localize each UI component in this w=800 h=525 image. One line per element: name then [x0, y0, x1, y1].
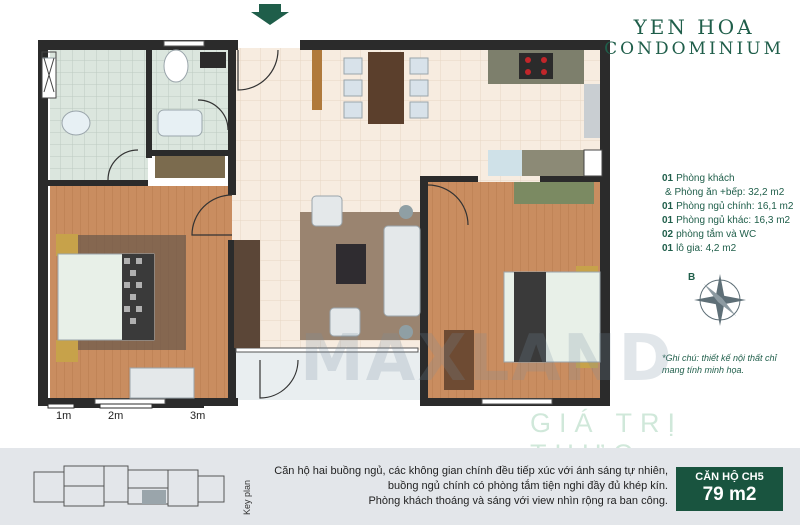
design-note: *Ghi chú: thiết kế nội thất chỉ mang tín…	[662, 353, 777, 375]
apartment-description: Căn hộ hai buồng ngủ, các không gian chí…	[274, 465, 668, 507]
unit-area: 79 m2	[702, 484, 757, 505]
brand-line1: YEN HOA	[633, 15, 755, 39]
scale-label-1m: 1m	[56, 410, 72, 422]
key-plan-diagram	[33, 465, 225, 507]
compass-icon	[694, 274, 746, 326]
balcony-floor	[236, 352, 426, 400]
bathroom1-floor	[50, 48, 148, 180]
dining-table	[368, 52, 404, 124]
brand-line2: CONDOMINIUM	[604, 39, 784, 59]
unit-badge: CĂN HỘ CH5 79 m2	[676, 467, 783, 511]
floor-plan	[38, 4, 746, 409]
scale-label-3m: 3m	[190, 410, 206, 422]
coffee-table	[336, 244, 366, 284]
key-plan-label: Key plan	[242, 479, 252, 515]
entrance-arrow-icon	[251, 4, 289, 25]
footer-bar: Key plan Căn hộ hai buồng ngủ, các không…	[0, 448, 800, 525]
compass-label: B	[688, 272, 696, 283]
brand-logo: YEN HOA CONDOMINIUM	[604, 16, 784, 60]
unit-code: CĂN HỘ CH5	[695, 471, 764, 483]
scale-label-2m: 2m	[108, 410, 124, 422]
watermark-logo: MAXLAND	[300, 322, 674, 396]
scale-bar	[47, 403, 204, 409]
sofa	[383, 225, 421, 317]
room-item: & Phòng ăn +bếp: 32,2 m2	[665, 187, 785, 198]
